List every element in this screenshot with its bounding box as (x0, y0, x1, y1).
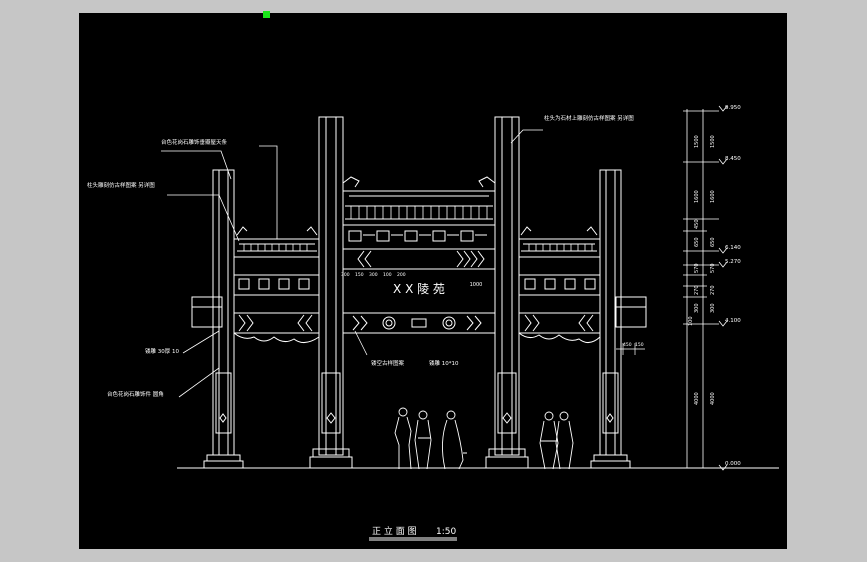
dim-col-4b: 650 (694, 237, 700, 247)
elev-6140: 6.140 (725, 245, 741, 251)
center-lower-band (342, 312, 496, 334)
elev-9950: 9.950 (725, 105, 741, 111)
dim-left-2: 300 (369, 272, 378, 278)
human-figures (394, 407, 574, 470)
elev-4100: 4.100 (725, 318, 741, 324)
note-center-bottom-2: 镂雕 10*10 (429, 359, 459, 367)
snap-marker-icon (263, 11, 270, 18)
elev-5270: 5.270 (725, 259, 741, 265)
right-wing-roof (519, 226, 600, 258)
left-wing-roof (234, 226, 319, 258)
left-wing-lintel (233, 312, 320, 343)
dimension-column (683, 105, 779, 471)
annotations: 台色花岗石雕饰垂瓣屋天条 柱头雕刻仿古样图案 另详图 柱头为石材上雕刻仿古样图案… (87, 114, 634, 398)
dim-right-1: 150 (635, 342, 644, 348)
note-top-right: 柱头为石材上雕刻仿古样图案 另详图 (544, 114, 634, 122)
elevation-drawing: X X 陵 苑 1000 (87, 105, 779, 541)
leader-lines (161, 129, 543, 398)
center-upper-band (342, 248, 496, 270)
dim-col-9: 100 (688, 316, 694, 326)
pillar-outer-right (590, 169, 631, 469)
sign-dimension: 1000 (470, 282, 483, 288)
left-side-beam (191, 296, 223, 328)
elev-8450: 8.450 (725, 156, 741, 162)
title-text: 正 立 面 图 (372, 525, 417, 537)
dim-col-1: 1500 (710, 135, 716, 148)
dim-col-10: 4000 (694, 392, 700, 405)
right-wing-balusters (528, 244, 593, 251)
dimension-column-text: 1500 1500 1600 1600 450 650 650 570 570 … (688, 135, 716, 405)
dim-col-0: 1500 (694, 135, 700, 148)
title-scale: 1:50 (436, 527, 456, 537)
dim-left-3: 100 (383, 272, 392, 278)
dim-col-6b: 270 (710, 285, 716, 295)
dim-col-5b: 570 (710, 263, 716, 273)
center-roof (342, 176, 496, 226)
note-left-mid: 柱头雕刻仿古样图案 另详图 (87, 181, 155, 189)
dim-col-2b: 1600 (710, 190, 716, 203)
dim-col-5: 570 (694, 263, 700, 273)
elevation-marks: 9.950 8.450 6.140 5.270 4.100 0.000 (725, 105, 741, 467)
drawing-canvas: X X 陵 苑 1000 (79, 13, 787, 549)
left-wing-balusters (243, 244, 308, 251)
sign-text: X X 陵 苑 (393, 282, 445, 296)
note-left-band: 镂雕 30厚 10 (145, 347, 179, 355)
pillar-inner-right (485, 116, 529, 469)
dim-right-0: 450 (623, 342, 632, 348)
note-center-bottom-1: 镂空古样图案 (371, 359, 405, 367)
dim-col-7b: 300 (710, 303, 716, 313)
dim-left-4: 200 (397, 272, 406, 278)
drawing-title: 正 立 面 图 1:50 (369, 525, 457, 541)
note-left-bottom: 台色花岗石雕饰件 圆角 (107, 390, 164, 398)
right-dim-ticks (616, 343, 645, 355)
dim-left-1: 150 (355, 272, 364, 278)
dim-col-7: 300 (694, 303, 700, 313)
dim-left-0: 300 (341, 272, 350, 278)
left-wing-brackets (233, 256, 320, 296)
center-sign-panel: X X 陵 苑 1000 (342, 268, 496, 314)
dim-col-11: 4000 (710, 392, 716, 405)
dim-col-6: 270 (694, 285, 700, 295)
right-wing-lintel (518, 312, 601, 343)
beam-dimensions: 300 150 300 100 200 450 150 (341, 272, 644, 348)
center-roof-balusters (350, 206, 488, 219)
elev-0000: 0.000 (725, 461, 741, 467)
right-wing-brackets (518, 256, 601, 296)
pillar-inner-left (309, 116, 353, 469)
center-brackets (342, 224, 496, 250)
dim-col-3: 450 (694, 219, 700, 229)
dim-col-2: 1600 (694, 190, 700, 203)
pillar-outer-left (203, 169, 244, 469)
dim-col-4: 650 (710, 237, 716, 247)
note-top-left: 台色花岗石雕饰垂瓣屋天条 (161, 138, 228, 146)
